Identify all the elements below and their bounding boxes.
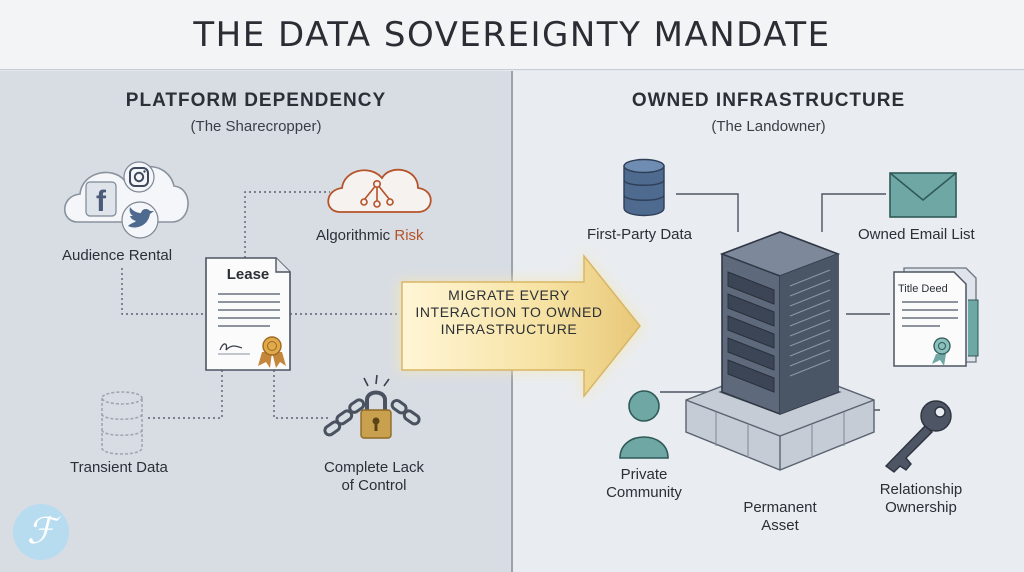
seal-icon (258, 336, 286, 368)
migrate-arrow-label: MIGRATE EVERY INTERACTION TO OWNED INFRA… (404, 287, 614, 338)
permanent-asset-line1: Permanent (743, 499, 817, 516)
facebook-icon: f (85, 181, 117, 218)
left-connectors (121, 191, 400, 419)
algorithmic-risk-label: Algorithmic Risk (316, 227, 424, 245)
social-cloud-icon: f (64, 161, 189, 239)
person-icon (619, 390, 669, 459)
broken-chain-lock-icon (323, 374, 421, 439)
algorithmic-text: Algorithmic (316, 227, 395, 244)
permanent-asset-label: Permanent Asset (730, 499, 830, 535)
brand-logo (13, 504, 69, 560)
migrate-arrow (398, 252, 644, 400)
first-party-database-icon (623, 158, 665, 217)
private-community-line2: Community (606, 484, 682, 501)
lack-of-control-line1: Complete Lack (323, 459, 425, 476)
algorithm-cloud-icon (327, 168, 432, 213)
complete-lack-of-control-label: Complete Lack of Control (316, 459, 432, 495)
relationship-ownership-label: Relationship Ownership (866, 481, 976, 517)
relationship-ownership-line1: Relationship (879, 481, 963, 498)
left-panel-subtitle: (The Sharecropper) (190, 118, 322, 135)
private-community-line1: Private (620, 466, 668, 483)
right-connectors (660, 193, 890, 411)
arrow-line3: INFRASTRUCTURE (440, 321, 578, 337)
instagram-icon (123, 161, 155, 193)
email-envelope-icon (889, 172, 957, 218)
page-title: THE DATA SOVEREIGNTY MANDATE (193, 14, 831, 55)
risk-text: Risk (394, 227, 424, 244)
header: THE DATA SOVEREIGNTY MANDATE (0, 0, 1024, 70)
right-panel-subtitle: (The Landowner) (711, 118, 826, 135)
title-deed-icon (893, 267, 979, 367)
left-panel-title: PLATFORM DEPENDENCY (125, 90, 387, 111)
key-icon (884, 400, 952, 473)
audience-rental-label: Audience Rental (62, 247, 173, 264)
title-deed-label: Title Deed (898, 283, 948, 295)
private-community-label: Private Community (594, 466, 694, 502)
right-panel-title: OWNED INFRASTRUCTURE (631, 90, 906, 111)
arrow-line2: INTERACTION TO OWNED (415, 304, 603, 320)
transient-data-label: Transient Data (70, 459, 168, 476)
twitter-icon (121, 201, 159, 239)
arrow-line1: MIGRATE EVERY (448, 287, 570, 303)
owned-email-list-label: Owned Email List (858, 226, 975, 243)
transient-database-icon (101, 391, 143, 455)
permanent-asset-line2: Asset (761, 517, 799, 534)
svg-text:f: f (96, 185, 107, 218)
lack-of-control-line2: of Control (341, 477, 407, 494)
first-party-data-label: First-Party Data (587, 226, 693, 243)
lease-document-icon (205, 257, 291, 371)
brand-logo-glyph: ℱ (26, 511, 56, 552)
relationship-ownership-line2: Ownership (885, 499, 957, 516)
server-tower-icon (685, 231, 875, 471)
lease-label: Lease (226, 266, 270, 283)
